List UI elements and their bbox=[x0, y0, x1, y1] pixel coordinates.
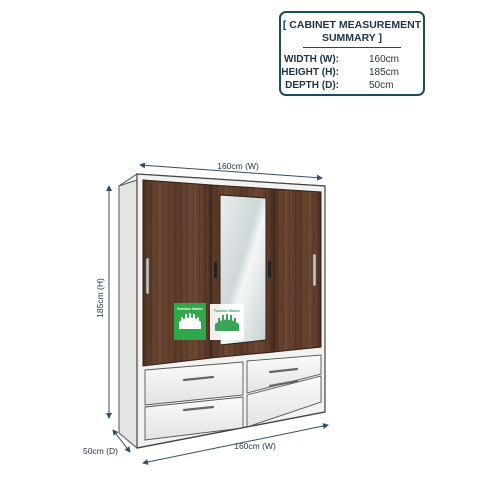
bottom-width-label: 160cm (W) bbox=[234, 441, 276, 451]
height-label: 185cm (H) bbox=[95, 278, 105, 318]
summary-label-width: WIDTH (W): bbox=[284, 54, 339, 65]
cabinet-side-panel bbox=[118, 173, 138, 450]
depth-label: 50cm (D) bbox=[83, 446, 118, 456]
drawer-top-right[interactable] bbox=[246, 354, 322, 394]
summary-value-depth: 50cm bbox=[369, 80, 394, 91]
summary-value-height: 185cm bbox=[369, 67, 400, 78]
dimension-bottom-width: 160cm (W) bbox=[142, 423, 329, 465]
right-door-handle[interactable] bbox=[312, 253, 317, 287]
summary-label-height: HEIGHT (H): bbox=[281, 67, 339, 78]
white-badge: Furniture Station bbox=[210, 304, 244, 340]
right-sliding-door bbox=[273, 188, 322, 353]
drawer-top-left[interactable] bbox=[144, 361, 244, 406]
drawer-bottom-right[interactable] bbox=[246, 375, 322, 428]
mirror-door-handle-left[interactable] bbox=[214, 262, 217, 278]
summary-title-line2: SUMMARY ] bbox=[321, 32, 383, 44]
green-badge-text: Furniture Station bbox=[177, 307, 203, 311]
dimension-top-width: 160cm (W) bbox=[139, 161, 323, 181]
left-door-handle[interactable] bbox=[145, 257, 150, 295]
top-width-label: 160cm (W) bbox=[217, 161, 259, 171]
dimension-depth: 50cm (D) bbox=[83, 429, 131, 456]
white-badge-text: Furniture Station bbox=[214, 309, 240, 313]
summary-title-line1: [ CABINET MEASUREMENT bbox=[282, 19, 422, 31]
measurement-summary-box: [ CABINET MEASUREMENT SUMMARY ] WIDTH (W… bbox=[279, 11, 425, 96]
green-badge: Furniture Station bbox=[174, 303, 206, 340]
summary-label-depth: DEPTH (D): bbox=[285, 80, 339, 91]
dimension-height: 185cm (H) bbox=[95, 185, 112, 419]
summary-divider bbox=[303, 47, 401, 48]
mirror-door-handle-right[interactable] bbox=[268, 261, 271, 277]
summary-title: [ CABINET MEASUREMENT SUMMARY ] bbox=[281, 19, 423, 45]
summary-value-width: 160cm bbox=[369, 54, 400, 65]
